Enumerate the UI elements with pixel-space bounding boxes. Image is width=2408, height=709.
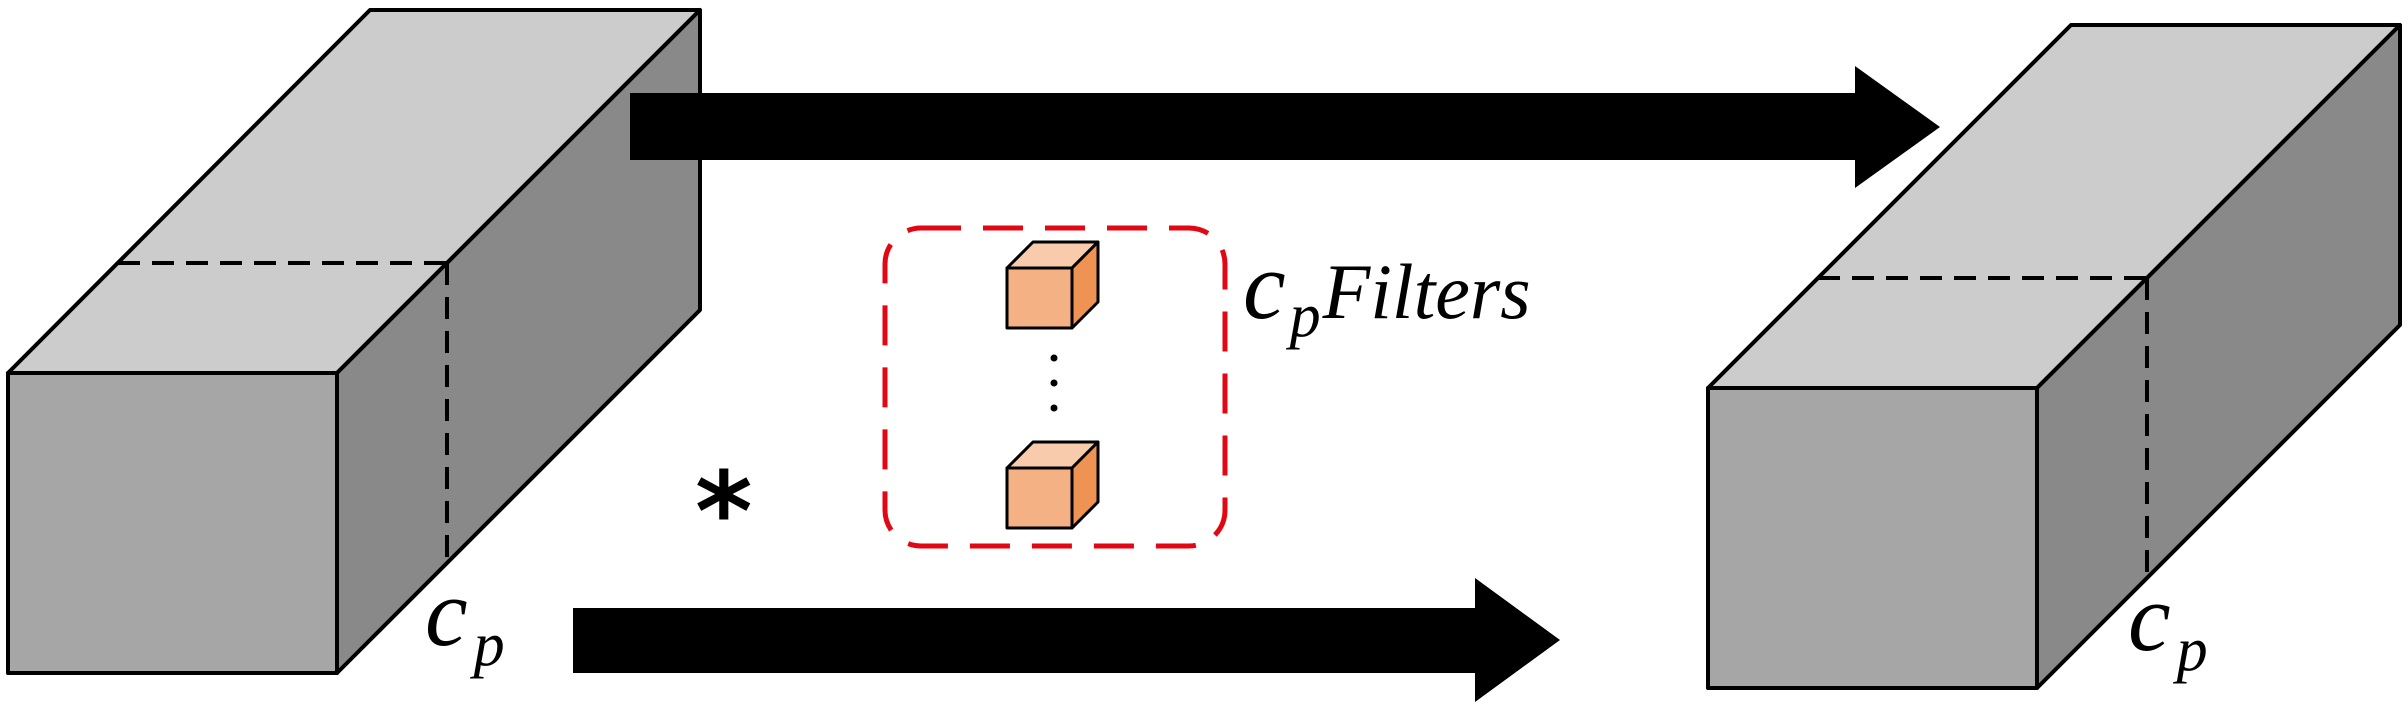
filters-label: cpFilters <box>1243 232 1531 350</box>
ellipsis-dot-1 <box>1050 354 1058 362</box>
input-feature-block <box>6 8 702 675</box>
input-block-front-face <box>6 371 339 675</box>
filter-cube-top-front-face <box>1005 266 1074 330</box>
output-feature-block <box>1706 23 2402 690</box>
ellipsis-dot-3 <box>1050 404 1058 412</box>
input-channel-label: cp <box>425 559 505 679</box>
vertical-ellipsis-icon <box>1050 354 1058 412</box>
filters-dashed-box <box>882 225 1228 549</box>
output-channel-label: cp <box>2128 564 2208 684</box>
bottom-arrow <box>573 578 1560 702</box>
filter-cube-bottom-front-face <box>1005 466 1074 530</box>
top-arrow <box>630 66 1940 188</box>
ellipsis-dot-2 <box>1050 379 1058 387</box>
convolution-asterisk: * <box>695 448 753 576</box>
filter-cube-bottom <box>1005 440 1100 530</box>
output-block-front-face <box>1706 386 2039 690</box>
filter-cube-top <box>1005 240 1100 330</box>
